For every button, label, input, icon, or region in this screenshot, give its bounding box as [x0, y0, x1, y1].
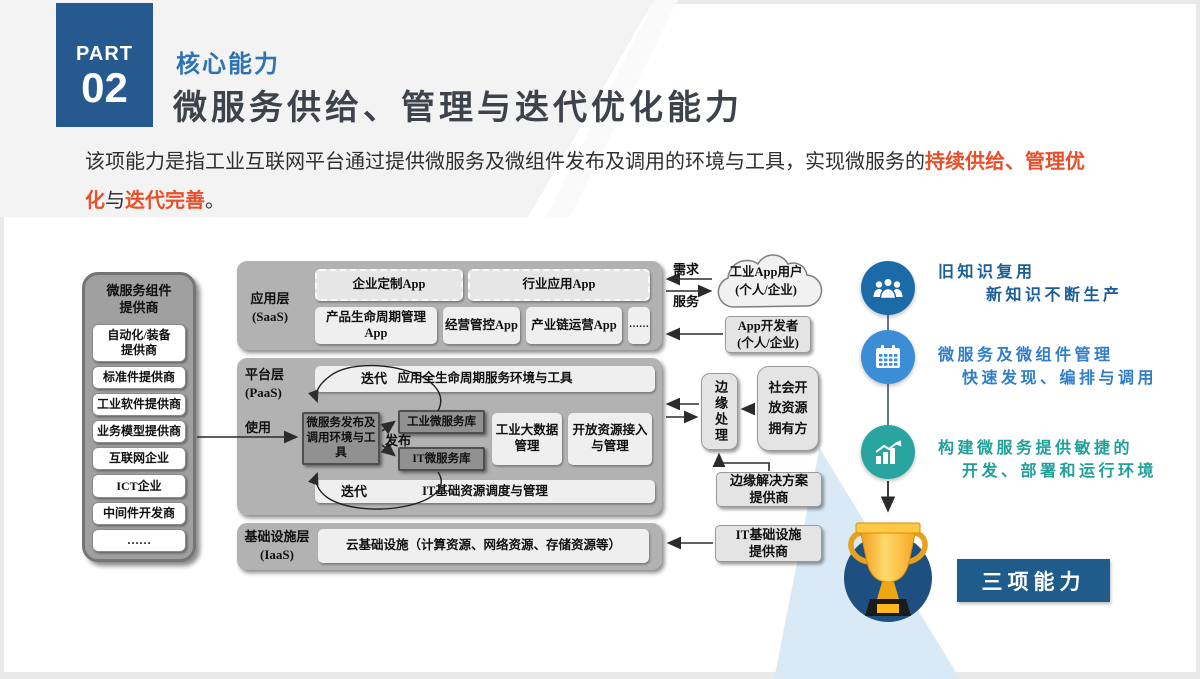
- part-label: PART: [76, 43, 133, 65]
- service-label: 服务: [673, 294, 700, 309]
- app-box-chain: 产业链运营App: [526, 307, 622, 344]
- demand-label: 需求: [673, 262, 700, 277]
- open-resource-box: 开放资源接入与管理: [568, 413, 652, 465]
- capability-circle-2: [861, 330, 915, 384]
- app-user-cloud-label: 工业App用户 (个人/企业): [729, 265, 803, 297]
- edge-processing-box: 边缘处理: [701, 373, 738, 450]
- app-box-industry: 行业应用App: [468, 269, 650, 301]
- it-microservice-lib-box: IT微服务库: [398, 447, 485, 471]
- capability-text-3: 构建微服务提供敏捷的 开发、部署和运行环境: [938, 440, 1158, 481]
- part-number-box: PART 02: [56, 3, 153, 127]
- desc-normal: 与: [105, 190, 125, 212]
- provider-item: 中间件开发商: [92, 501, 186, 525]
- desc-normal: 该项能力是指工业互联网平台通过提供微服务及微组件发布及调用的环境与工具，实现微服…: [85, 151, 925, 173]
- app-box-management: 经营管控App: [443, 307, 520, 344]
- part-number: 02: [81, 64, 128, 111]
- people-icon: [873, 277, 903, 300]
- app-developer-box: App开发者 (个人/企业): [725, 316, 811, 353]
- industrial-microservice-lib-box: 工业微服务库: [398, 410, 485, 434]
- iterate-label-bottom: 迭代: [341, 483, 368, 499]
- chart-growth-icon: [875, 440, 902, 464]
- paas-top-bar: 迭代 应用全生命周期服务环境与工具: [315, 366, 655, 392]
- paas-bottom-bar: 迭代 IT基础资源调度与管理: [315, 480, 655, 503]
- cloud-infrastructure-box: 云基础设施（计算资源、网络资源、存储资源等）: [318, 529, 649, 563]
- capability-circle-1: [861, 261, 915, 315]
- capability-text-2: 微服务及微组件管理 快速发现、编排与调用: [938, 347, 1158, 388]
- provider-item: 标准件提供商: [92, 365, 186, 389]
- provider-column-title: 微服务组件 提供商: [106, 283, 172, 315]
- app-box-custom: 企业定制App: [315, 269, 463, 301]
- capability-text-1: 旧知识复用 新知识不断生产: [938, 264, 1123, 305]
- desc-normal: 。: [205, 190, 225, 212]
- publish-label: 发布: [385, 433, 412, 448]
- saas-layer-label: 应用层 (SaaS): [250, 291, 290, 324]
- desc-highlight: 迭代完善: [125, 190, 205, 212]
- provider-item: 自动化/装备提供商: [92, 323, 186, 362]
- app-box-more: ……: [628, 307, 650, 344]
- provider-item: ICT企业: [92, 474, 186, 498]
- edge-solution-provider-box: 边缘解决方案 提供商: [716, 472, 822, 507]
- iterate-label-top: 迭代: [361, 370, 388, 386]
- capability-circle-3: [861, 425, 915, 479]
- provider-item: 互联网企业: [92, 447, 186, 471]
- core-env-box: 微服务发布及调用环境与工具: [302, 412, 380, 465]
- iaas-layer-label: 基础设施层 (IaaS): [244, 529, 310, 562]
- slide-title: 微服务供给、管理与迭代优化能力: [173, 89, 743, 127]
- slide-subtitle: 核心能力: [176, 51, 280, 78]
- provider-column: 微服务组件 提供商 自动化/装备提供商 标准件提供商 工业软件提供商 业务模型提…: [82, 272, 196, 562]
- slide-description: 该项能力是指工业互联网平台通过提供微服务及微组件发布及调用的环境与工具，实现微服…: [85, 143, 1100, 221]
- calendar-icon: [876, 345, 900, 368]
- provider-item: ……: [92, 528, 186, 552]
- trophy-icon: [848, 522, 928, 616]
- provider-item: 业务模型提供商: [92, 420, 186, 444]
- provider-item: 工业软件提供商: [92, 392, 186, 417]
- bigdata-box: 工业大数据管理: [492, 413, 562, 465]
- social-resource-box: 社会开放资源拥有方: [757, 366, 819, 451]
- three-capabilities-badge: 三项能力: [957, 559, 1110, 602]
- it-infrastructure-provider-box: IT基础设施 提供商: [715, 525, 822, 562]
- paas-layer-label: 平台层 (PaaS): [245, 367, 285, 400]
- app-box-plm: 产品生命周期管理App: [315, 307, 437, 344]
- use-label: 使用: [245, 420, 272, 435]
